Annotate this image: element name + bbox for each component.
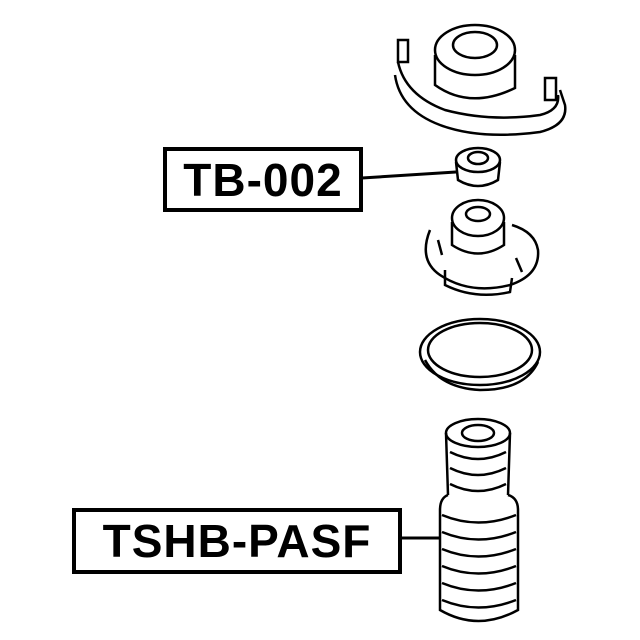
- strut-mount-top-icon: [393, 23, 567, 137]
- part-number-text: TSHB-PASF: [102, 515, 372, 567]
- strut-mount-lower-icon: [424, 198, 540, 297]
- leader-line-tb: [361, 170, 457, 180]
- part-number-text: TB-002: [183, 153, 343, 206]
- part-label-tshb-pasf[interactable]: TSHB-PASF: [72, 508, 402, 574]
- dust-boot-icon: [438, 417, 520, 623]
- bearing-bushing-icon: [454, 146, 502, 188]
- spring-seat-ring-icon: [418, 317, 542, 392]
- part-label-tb-002[interactable]: TB-002: [163, 147, 363, 212]
